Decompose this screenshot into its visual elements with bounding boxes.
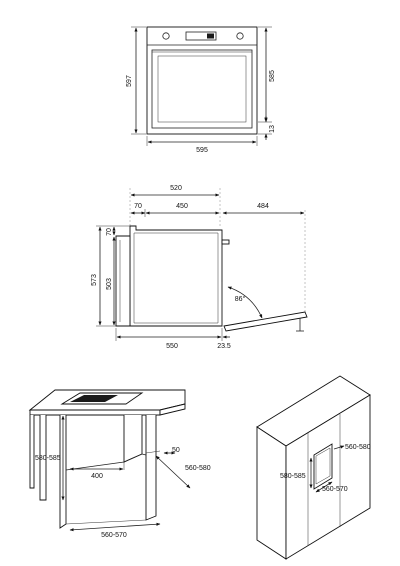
side-door-open-label: 484 [257, 203, 269, 210]
column-left-face [256, 426, 287, 560]
side-height-total-label: 573 [91, 274, 98, 286]
left-knob-icon [162, 32, 170, 40]
oven-window [157, 55, 247, 123]
display-panel [185, 31, 217, 41]
side-top-small-label: 70 [106, 228, 113, 236]
side-height-inner-label: 503 [106, 278, 113, 290]
cabinet-right-panel [145, 415, 157, 521]
undercounter-depth-label: 560-580 [185, 465, 211, 472]
undercounter-installation: 580-585 400 50 560-580 560-570 [28, 389, 211, 539]
cutout-height-label: 580-585 [35, 455, 61, 462]
front-height-total-label: 597 [126, 75, 133, 87]
side-knob [221, 239, 230, 245]
oven-door [151, 49, 253, 129]
column-width-label: 560-570 [322, 486, 348, 493]
column-installation: 560-580 580-585 560-570 [256, 375, 371, 560]
side-depth-inner-label: 450 [176, 203, 188, 210]
display-screen [207, 33, 214, 39]
front-view: 597 585 13 595 [126, 26, 276, 154]
side-depth-total-label: 520 [170, 185, 182, 192]
door-angle-label: 86° [235, 295, 246, 303]
rear-gap-label: 50 [172, 447, 180, 454]
front-bottom-gap-label: 13 [269, 125, 276, 133]
oven-side-body [129, 225, 223, 327]
open-door [223, 311, 308, 332]
hob-glass [70, 395, 118, 402]
front-width-label: 595 [196, 147, 208, 154]
side-depth-body-label: 550 [166, 343, 178, 350]
side-view: 86° 520 70 450 484 573 70 503 550 23.5 [91, 185, 308, 350]
undercounter-width-label: 560-570 [101, 532, 127, 539]
column-height-label: 580-585 [280, 473, 306, 480]
front-height-body-label: 585 [269, 70, 276, 82]
column-cutout [313, 443, 333, 490]
right-knob-icon [236, 32, 244, 40]
column-depth-label: 560-580 [345, 444, 371, 451]
bottom-opening-label: 400 [91, 473, 103, 480]
oven-front-body [146, 26, 258, 135]
side-frame-label: 70 [134, 203, 142, 210]
oven-frame-front [115, 235, 131, 327]
side-door-thickness-label: 23.5 [217, 343, 231, 350]
